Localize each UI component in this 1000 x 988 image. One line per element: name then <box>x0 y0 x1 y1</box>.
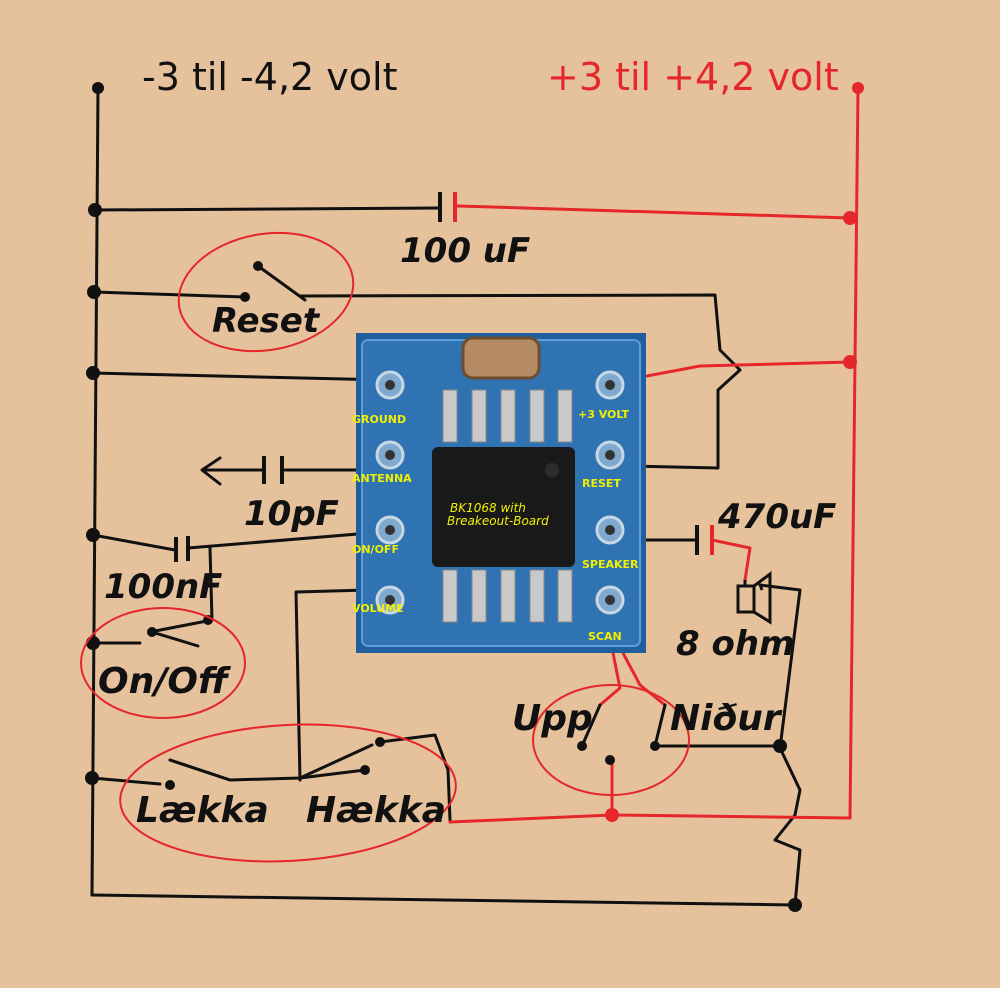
speaker-icon <box>736 571 772 625</box>
cap-10pf-label: 10pF <box>244 494 339 534</box>
capacitor-10pf <box>262 456 284 484</box>
capacitor-100nf <box>174 536 190 562</box>
cap-470uf-label: 470uF <box>717 497 836 537</box>
positive-supply-label: +3 til +4,2 volt <box>547 55 839 99</box>
capacitor-100uf <box>438 192 457 222</box>
switch-upp-label: Upp <box>512 698 593 739</box>
junction-dots <box>85 82 864 912</box>
pin-label-ground: GROUND <box>352 413 406 426</box>
switch-levers <box>150 264 667 782</box>
switch-laekka-label: Lækka <box>136 790 269 831</box>
switch-haekka-label: Hækka <box>306 790 446 831</box>
chip-body <box>432 447 575 567</box>
crystal-component <box>461 336 541 380</box>
module-title-line1: BK1068 with <box>450 501 526 515</box>
negative-supply-label: -3 til -4,2 volt <box>142 55 397 99</box>
speaker-label: 8 ohm <box>676 624 795 664</box>
cap-100nf-label: 100nF <box>104 567 222 607</box>
cap-100uf-label: 100 uF <box>400 231 530 271</box>
pin-label-volume: VOLUME <box>352 602 404 615</box>
bk1068-module: GROUND ANTENNA ON/OFF VOLUME +3 VOLT RES… <box>352 333 646 653</box>
module-title-line2: Breakeout-Board <box>447 514 549 528</box>
pin-label-antenna: ANTENNA <box>352 472 412 485</box>
switch-reset-label: Reset <box>212 301 321 341</box>
pin-label-scan: SCAN <box>588 630 622 643</box>
switch-onoff-label: On/Off <box>98 661 231 702</box>
pin-label-reset: RESET <box>582 477 621 490</box>
annotation-circles <box>80 231 690 863</box>
switch-nidur-label: Niður <box>670 698 783 739</box>
pin-label-onoff: ON/OFF <box>352 543 399 556</box>
pin-label-3volt: +3 VOLT <box>578 408 630 421</box>
capacitor-470uf <box>695 525 714 555</box>
pin-label-speaker: SPEAKER <box>582 558 639 571</box>
